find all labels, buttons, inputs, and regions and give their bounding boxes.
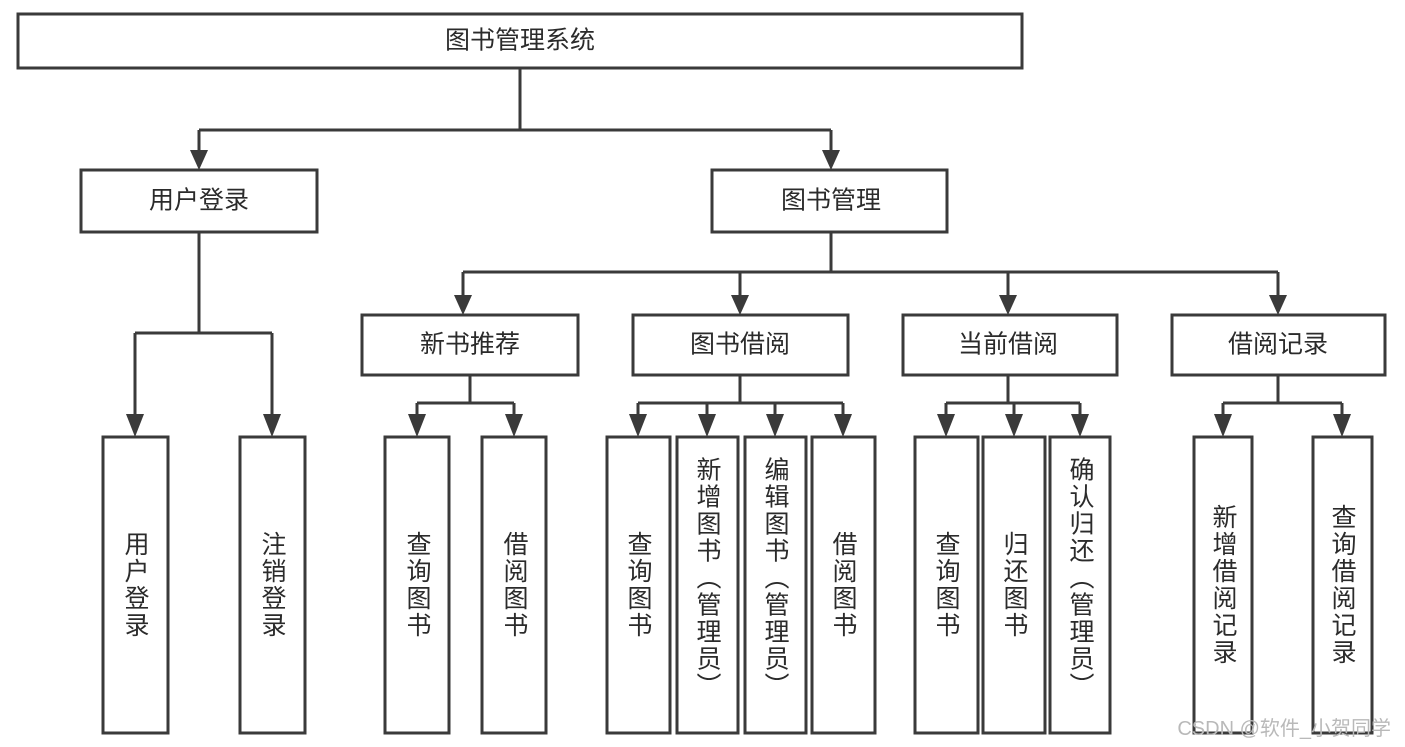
leaf-query-record-box[interactable] xyxy=(1311,435,1374,735)
connector-layer xyxy=(126,68,1351,437)
node-user-login[interactable]: 用户登录 xyxy=(79,168,319,234)
node-leaf-return-book[interactable]: 归还图书 xyxy=(981,435,1047,735)
leaf-borrow-book-rec-box[interactable] xyxy=(480,435,548,735)
node-current-borrow-label: 当前借阅 xyxy=(958,331,1058,359)
node-borrow-record[interactable]: 借阅记录 xyxy=(1170,313,1387,377)
node-leaf-edit-book[interactable]: 编辑图书（管理员） xyxy=(743,435,808,735)
leaf-user-login-label: 用户登录 xyxy=(121,531,150,639)
leaf-edit-book-label: 编辑图书（管理员） xyxy=(761,457,790,700)
leaf-add-record-label: 新增借阅记录 xyxy=(1209,504,1238,666)
node-book-manage-box[interactable] xyxy=(710,168,949,234)
node-leaf-logout[interactable]: 注销登录 xyxy=(238,435,307,735)
arrowhead-current-borrow xyxy=(999,295,1017,315)
node-root-label: 图书管理系统 xyxy=(445,27,595,55)
node-leaf-query-book[interactable]: 查询图书 xyxy=(605,435,672,735)
arrowhead-leaf-borrow-book xyxy=(834,414,852,437)
arrowhead-book-borrow xyxy=(731,295,749,315)
arrowhead-leaf-add-record xyxy=(1214,414,1232,437)
node-leaf-user-login[interactable]: 用户登录 xyxy=(101,435,170,735)
node-book-borrow[interactable]: 图书借阅 xyxy=(631,313,850,377)
arrowhead-borrow-record xyxy=(1269,295,1287,315)
arrowhead-leaf-query-book xyxy=(629,414,647,437)
leaf-query-book-cur-label: 查询图书 xyxy=(932,531,961,639)
leaf-logout-box[interactable] xyxy=(238,435,307,735)
leaf-query-record-label: 查询借阅记录 xyxy=(1328,504,1357,666)
node-new-book-rec-box[interactable] xyxy=(360,313,580,377)
node-layer: 图书管理系统 用户登录 图书管理 新书推荐 图书借阅 当前 xyxy=(16,12,1387,735)
leaf-logout-label: 注销登录 xyxy=(258,531,287,639)
node-leaf-borrow-book[interactable]: 借阅图书 xyxy=(810,435,877,735)
node-root[interactable]: 图书管理系统 xyxy=(16,12,1024,70)
node-leaf-add-book[interactable]: 新增图书（管理员） xyxy=(675,435,740,735)
node-new-book-rec-label: 新书推荐 xyxy=(420,331,520,359)
arrowhead-leaf-add-book xyxy=(698,414,716,437)
node-borrow-record-label: 借阅记录 xyxy=(1228,331,1328,359)
node-leaf-confirm-return[interactable]: 确认归还（管理员） xyxy=(1048,435,1112,735)
arrowhead-leaf-borrow-book-rec xyxy=(505,414,523,437)
arrowhead-book-manage xyxy=(822,150,840,170)
arrowhead-leaf-return-book xyxy=(1005,414,1023,437)
leaf-user-login-box[interactable] xyxy=(101,435,170,735)
arrowhead-leaf-edit-book xyxy=(766,414,784,437)
leaf-query-book-rec-label: 查询图书 xyxy=(403,531,432,639)
node-new-book-rec[interactable]: 新书推荐 xyxy=(360,313,580,377)
node-book-borrow-box[interactable] xyxy=(631,313,850,377)
leaf-query-book-cur-box[interactable] xyxy=(913,435,980,735)
arrowhead-leaf-query-book-cur xyxy=(937,414,955,437)
arrowhead-leaf-user-login xyxy=(126,414,144,437)
node-borrow-record-box[interactable] xyxy=(1170,313,1387,377)
arrowhead-new-book-rec xyxy=(454,295,472,315)
leaf-confirm-return-box[interactable] xyxy=(1048,435,1112,735)
arrowhead-leaf-confirm-return xyxy=(1071,414,1089,437)
node-user-login-box[interactable] xyxy=(79,168,319,234)
leaf-return-book-label: 归还图书 xyxy=(1000,531,1029,639)
node-book-borrow-label: 图书借阅 xyxy=(690,331,790,359)
leaf-query-book-box[interactable] xyxy=(605,435,672,735)
node-leaf-borrow-book-rec[interactable]: 借阅图书 xyxy=(480,435,548,735)
csdn-watermark: CSDN @软件_小贺同学 xyxy=(1177,718,1391,740)
leaf-query-book-rec-box[interactable] xyxy=(383,435,451,735)
node-book-manage-label: 图书管理 xyxy=(781,187,881,215)
arrowhead-leaf-query-book-rec xyxy=(408,414,426,437)
node-root-box[interactable] xyxy=(16,12,1024,70)
leaf-borrow-book-box[interactable] xyxy=(810,435,877,735)
leaf-query-book-label: 查询图书 xyxy=(624,531,653,639)
leaf-confirm-return-label: 确认归还（管理员） xyxy=(1066,457,1095,700)
node-current-borrow[interactable]: 当前借阅 xyxy=(901,313,1119,377)
node-leaf-query-book-cur[interactable]: 查询图书 xyxy=(913,435,980,735)
arrowhead-user-login xyxy=(190,150,208,170)
leaf-add-record-box[interactable] xyxy=(1192,435,1254,735)
node-leaf-add-record[interactable]: 新增借阅记录 xyxy=(1192,435,1254,735)
leaf-borrow-book-rec-label: 借阅图书 xyxy=(500,531,529,639)
arrowhead-leaf-logout xyxy=(263,414,281,437)
leaf-add-book-box[interactable] xyxy=(675,435,740,735)
leaf-borrow-book-label: 借阅图书 xyxy=(829,531,858,639)
node-user-login-label: 用户登录 xyxy=(149,187,249,215)
node-book-manage[interactable]: 图书管理 xyxy=(710,168,949,234)
arrowhead-leaf-query-record xyxy=(1333,414,1351,437)
node-leaf-query-record[interactable]: 查询借阅记录 xyxy=(1311,435,1374,735)
leaf-edit-book-box[interactable] xyxy=(743,435,808,735)
node-leaf-query-book-rec[interactable]: 查询图书 xyxy=(383,435,451,735)
node-current-borrow-box[interactable] xyxy=(901,313,1119,377)
leaf-return-book-box[interactable] xyxy=(981,435,1047,735)
leaf-add-book-label: 新增图书（管理员） xyxy=(693,457,722,700)
